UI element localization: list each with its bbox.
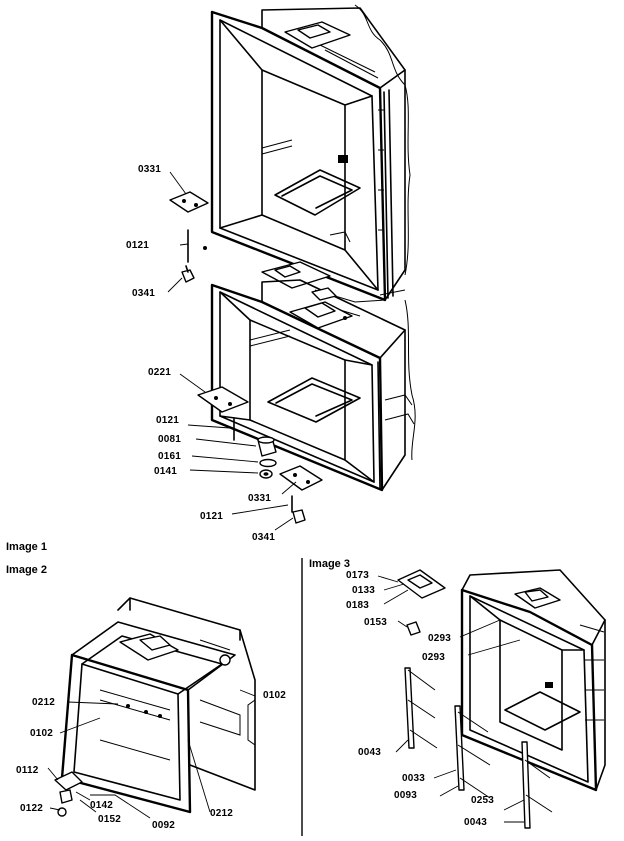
label-0142: 0142 (90, 800, 114, 811)
label-0102-left: 0102 (30, 728, 54, 739)
washer-161 (191, 455, 277, 468)
label-0212-left: 0212 (32, 697, 56, 708)
label-0102-right: 0102 (263, 690, 287, 701)
hinge-bracket-bottom (279, 465, 323, 495)
label-0081: 0081 (158, 434, 182, 445)
screw-bottom (231, 495, 293, 515)
screw-top (179, 229, 207, 263)
hinge-pin-top (167, 265, 195, 293)
label-0293-b: 0293 (422, 652, 446, 663)
upper-cabinet-assembly (210, 4, 411, 303)
lower-cabinet-assembly (210, 279, 416, 492)
label-0092: 0092 (152, 820, 176, 831)
label-0341-bottom: 0341 (252, 532, 276, 543)
label-0331-top: 0331 (138, 164, 162, 175)
label-0043-b: 0043 (464, 817, 488, 828)
label-0112: 0112 (16, 765, 39, 776)
caption-image1: Image 1 (6, 541, 47, 553)
label-0121-mid: 0121 (156, 415, 180, 426)
label-0152: 0152 (98, 814, 122, 825)
label-0133: 0133 (352, 585, 376, 596)
center-hinge-bracket (179, 373, 249, 413)
label-0093: 0093 (394, 790, 418, 801)
label-0331-bottom: 0331 (248, 493, 272, 504)
washer-141 (189, 469, 273, 479)
label-0153: 0153 (364, 617, 388, 628)
label-0121-bottom: 0121 (200, 511, 224, 522)
label-0033: 0033 (402, 773, 426, 784)
label-0212-right: 0212 (210, 808, 234, 819)
caption-image3: Image 3 (309, 558, 350, 570)
image2-assembly (47, 597, 256, 819)
caption-image2: Image 2 (6, 564, 47, 576)
bushing (195, 436, 277, 457)
label-0121-top: 0121 (126, 240, 150, 251)
label-0293-a: 0293 (428, 633, 452, 644)
label-0183: 0183 (346, 600, 370, 611)
image3-assembly (377, 569, 606, 829)
label-0161: 0161 (158, 451, 182, 462)
screw-mid (187, 417, 235, 441)
hinge-pin-bottom (274, 509, 306, 531)
hinge-bracket-top (169, 171, 209, 213)
label-0173: 0173 (346, 570, 370, 581)
label-0122: 0122 (20, 803, 44, 814)
label-0141: 0141 (154, 466, 178, 477)
label-0043-a: 0043 (358, 747, 382, 758)
label-0341-top: 0341 (132, 288, 156, 299)
label-0253: 0253 (471, 795, 495, 806)
label-0221: 0221 (148, 367, 172, 378)
